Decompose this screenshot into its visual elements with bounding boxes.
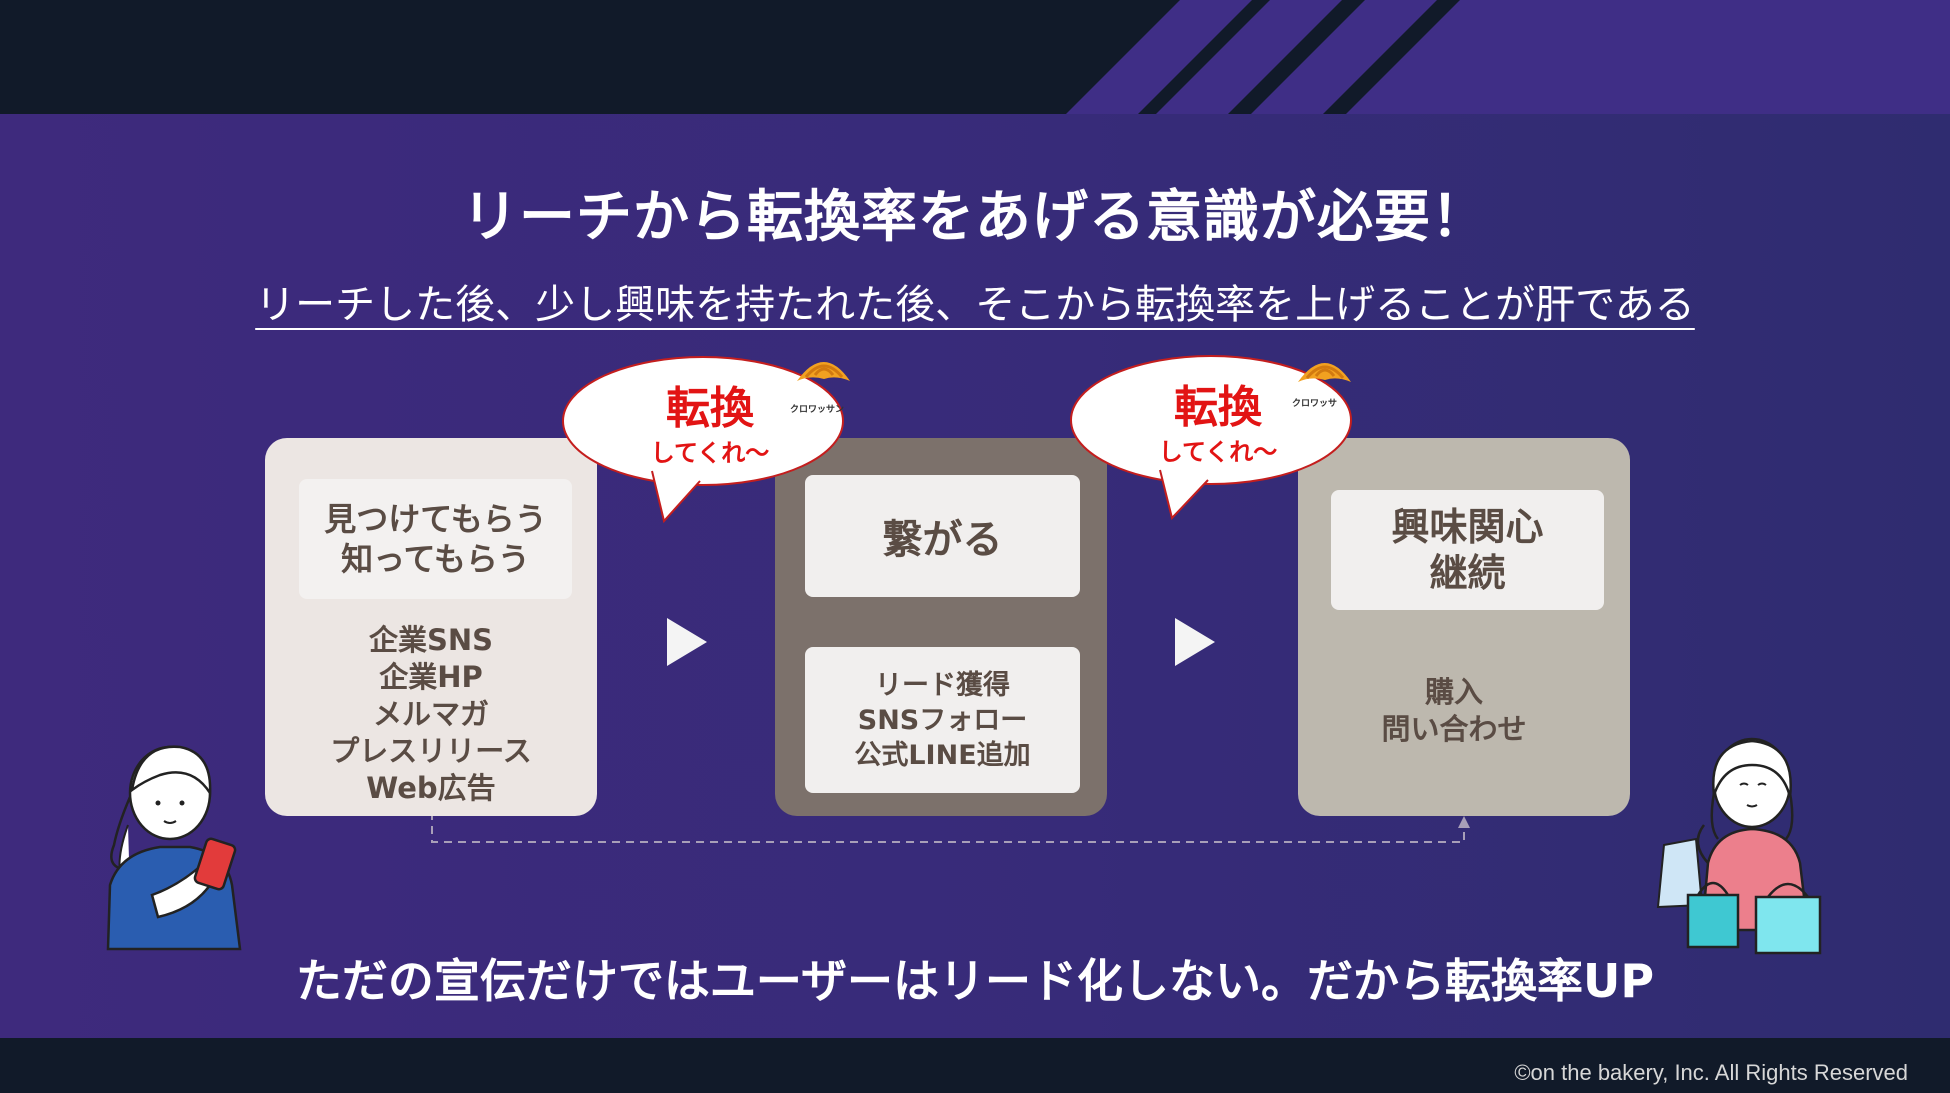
slide-subtitle: リーチした後、少し興味を持たれた後、そこから転換率を上げることが肝である [255, 282, 1695, 328]
shopping-bag-icon [1754, 895, 1822, 955]
bubble-main-text: 転換 [666, 383, 754, 434]
slide-title: リーチから転換率をあげる意識が必要！ [462, 185, 1488, 250]
mascot-label: クロワッサン [790, 405, 845, 415]
bubble-shape [1070, 355, 1352, 521]
bottom-bar [0, 1038, 1950, 1093]
person-with-phone-illustration [106, 745, 242, 951]
list-item: 企業HP [379, 660, 483, 694]
croissant-icon [1298, 363, 1351, 382]
decorative-stripes [1066, 0, 1950, 114]
list-item: Web広告 [366, 771, 496, 805]
bottom-message: ただの宣伝だけではユーザーはリード化しない。だから転換率UP [295, 954, 1655, 1008]
speech-bubble-convert-2: 転換 してくれ〜 クロワッサ [1068, 350, 1368, 525]
copyright-notice: ©on the bakery, Inc. All Rights Reserved [1514, 1060, 1908, 1085]
list-item: 公式LINE追加 [854, 739, 1031, 771]
speech-bubble-convert-1: 転換 してくれ〜 クロワッサン [560, 353, 860, 528]
bubble-shape [562, 356, 850, 524]
stage-heading-awareness: 見つけてもらう 知ってもらう [299, 479, 572, 599]
flow-arrow-1 [667, 618, 707, 666]
heading-line: 見つけてもらう [324, 500, 547, 538]
shopping-bag-icon [1686, 893, 1740, 949]
bubble-main-text: 転換 [1174, 382, 1262, 433]
connector-arrowhead [1458, 816, 1470, 828]
heading-line: 興味関心 [1391, 505, 1544, 549]
phone-icon [193, 837, 237, 891]
stage-items-awareness: 企業SNS 企業HP メルマガ プレスリリース Web広告 [265, 622, 597, 807]
bubble-sub-text: してくれ〜 [1158, 438, 1278, 466]
mascot-label: クロワッサ [1292, 399, 1338, 409]
stage-heading-connect: 繋がる [805, 475, 1080, 597]
heading-line: 繋がる [882, 517, 1003, 563]
stage-heading-interest: 興味関心 継続 [1331, 490, 1604, 610]
stage-items-interest: 購入 問い合わせ [1298, 674, 1610, 748]
list-item: 企業SNS [368, 623, 494, 657]
list-item: SNSフォロー [857, 704, 1028, 736]
heading-line: 知ってもらう [341, 540, 530, 578]
croissant-icon [797, 362, 850, 381]
list-item: メルマガ [372, 697, 489, 731]
stage-items-connect: リード獲得 SNSフォロー 公式LINE追加 [805, 647, 1080, 793]
bubble-sub-text: してくれ〜 [650, 439, 770, 467]
flow-arrow-2 [1175, 618, 1215, 666]
list-item: プレスリリース [330, 734, 532, 768]
person-with-shopping-bags-illustration [1656, 737, 1822, 955]
list-item: リード獲得 [875, 669, 1010, 701]
heading-line: 継続 [1429, 551, 1506, 595]
list-item: 問い合わせ [1381, 712, 1527, 746]
top-bar [0, 0, 1950, 114]
list-item: 購入 [1424, 675, 1483, 709]
